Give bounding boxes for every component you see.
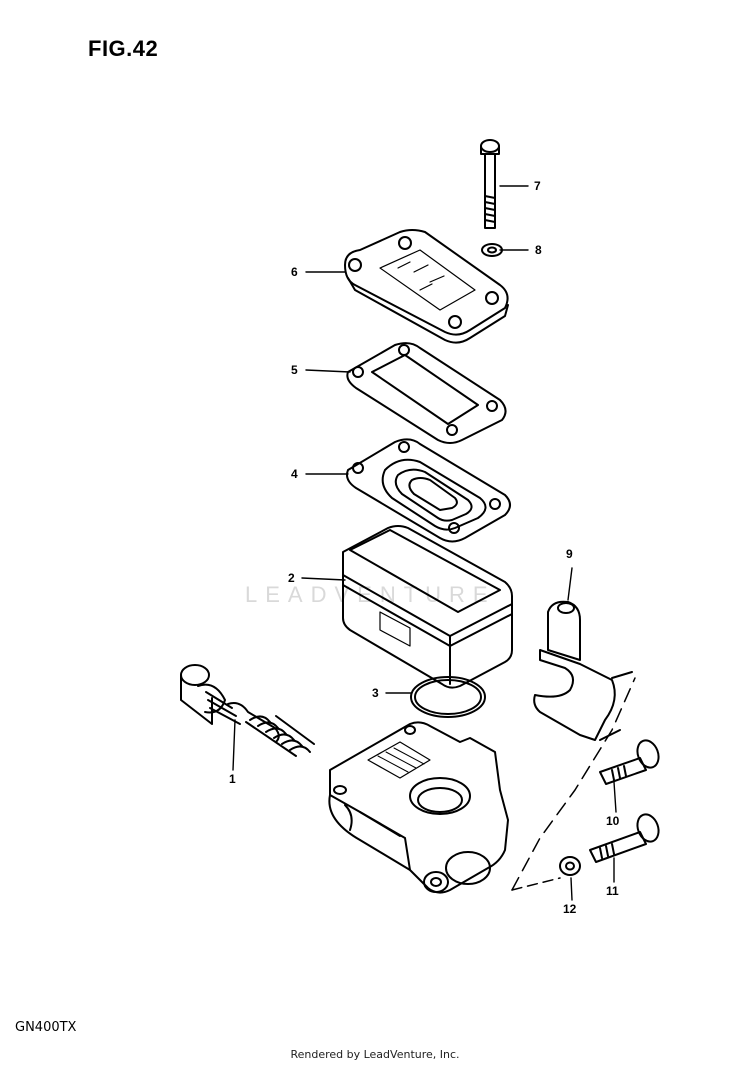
washer-12 <box>559 856 581 876</box>
callout-12: 12 <box>563 902 577 916</box>
callout-6: 6 <box>291 265 298 279</box>
callout-3: 3 <box>372 686 379 700</box>
callout-11: 11 <box>606 884 619 898</box>
leader-lines <box>232 185 617 901</box>
callout-4: 4 <box>291 467 298 481</box>
callout-8: 8 <box>535 243 542 257</box>
callout-2: 2 <box>288 571 295 585</box>
callout-10: 10 <box>606 814 620 828</box>
master-cylinder-body <box>328 721 509 894</box>
diaphragm-4 <box>346 438 511 543</box>
figure-title: FIG.42 <box>88 36 159 61</box>
assembly-dash-line <box>511 677 636 891</box>
reservoir-body-2 <box>342 525 513 689</box>
footer-credit: Rendered by LeadVenture, Inc. <box>290 1048 460 1061</box>
gasket-5 <box>346 342 507 444</box>
reservoir-cap-6 <box>344 229 509 344</box>
bolt-7 <box>480 139 500 229</box>
callout-5: 5 <box>291 363 298 377</box>
assembly-dash-line <box>511 877 561 891</box>
callout-1: 1 <box>229 772 236 786</box>
watermark-text: LEADVENTURE <box>245 582 496 607</box>
o-ring-3 <box>410 676 486 718</box>
bolt-10 <box>599 739 660 785</box>
clamp-9 <box>533 600 633 741</box>
model-code: GN400TX <box>15 1020 77 1035</box>
bolt-11 <box>589 813 660 863</box>
callout-9: 9 <box>566 547 573 561</box>
washer-8 <box>481 243 503 257</box>
piston-assembly-1 <box>180 664 315 757</box>
callout-7: 7 <box>534 179 541 193</box>
